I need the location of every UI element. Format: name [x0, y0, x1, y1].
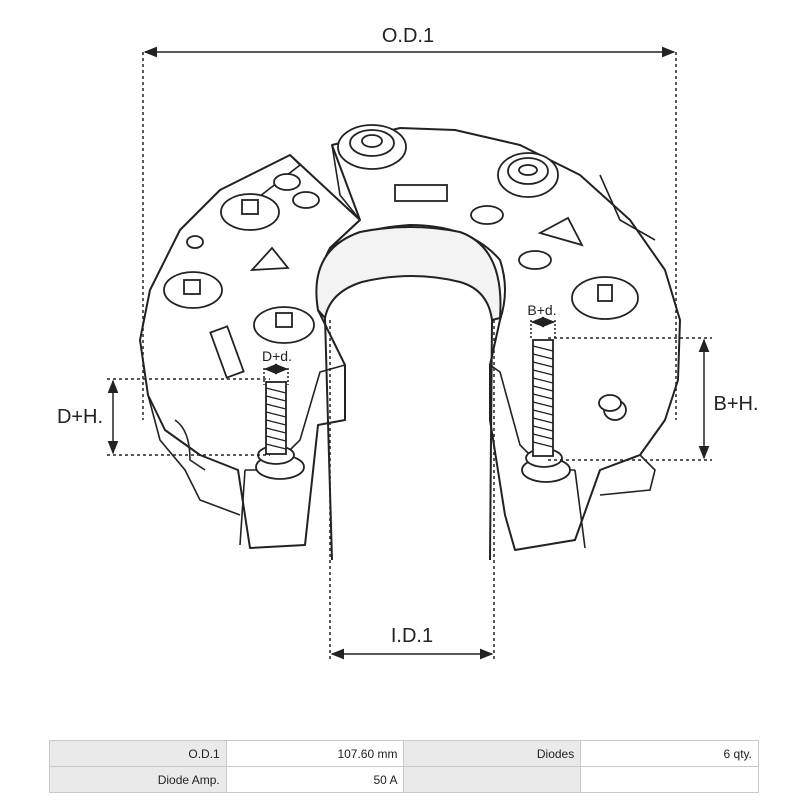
plate-features [163, 124, 639, 421]
hole-4 [470, 205, 504, 225]
spec-label-diode-amp: Diode Amp. [49, 766, 227, 793]
dimension-lines [107, 46, 712, 660]
spec-label-diodes: Diodes [403, 740, 582, 767]
spec-value-diodes: 6 qty. [580, 740, 759, 767]
od-label: O.D.1 [382, 25, 434, 47]
right-plate [329, 127, 681, 551]
spec-value-od: 107.60 mm [225, 740, 405, 767]
hole-3 [186, 235, 204, 249]
arrow-mark-left [249, 246, 290, 272]
spec-label-empty [403, 766, 582, 793]
bh-label: B+H. [713, 393, 758, 415]
hole-5 [518, 250, 552, 270]
dh-label: D+H. [57, 406, 103, 428]
slot-1 [394, 184, 448, 202]
spec-value-diode-amp: 50 A [225, 766, 405, 793]
spec-table: O.D.1 107.60 mm Diodes 6 qty. Diode Amp.… [49, 740, 759, 793]
hole-7 [598, 394, 622, 412]
dd-label: D+d. [262, 348, 292, 364]
hole-1 [273, 173, 301, 191]
slot-2 [209, 325, 245, 379]
arrow-mark-right [537, 216, 584, 247]
center-neck [315, 226, 502, 321]
table-row: O.D.1 107.60 mm Diodes 6 qty. [49, 740, 759, 767]
rectifier-drawing: O.D.1 I.D.1 D+H. B+H. D+d. B+d. [57, 25, 759, 660]
spec-label-od: O.D.1 [49, 740, 227, 767]
stud-left [255, 381, 305, 480]
stud-right [521, 339, 571, 483]
bd-label: B+d. [527, 302, 556, 318]
id-label: I.D.1 [391, 625, 433, 647]
table-row: Diode Amp. 50 A [49, 766, 759, 793]
spec-value-empty [580, 766, 759, 793]
hole-2 [292, 191, 320, 209]
rectifier-body [139, 127, 681, 561]
